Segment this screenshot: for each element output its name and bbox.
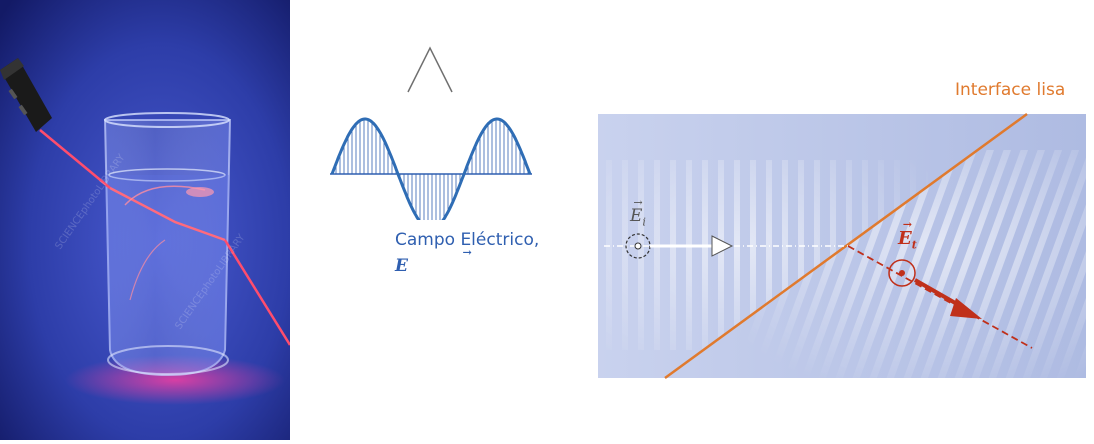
incident-field-label: →Ei <box>630 196 646 229</box>
electric-field-symbol: →E <box>395 246 539 276</box>
caret-icon <box>407 46 453 93</box>
laser-glass-photo: SCIENCEphotoLIBRARY SCIENCEphotoLIBRARY <box>0 0 292 440</box>
transmitted-field-dot <box>899 270 905 276</box>
wave-plot <box>330 46 532 231</box>
wave-caption: Campo Eléctrico, →E <box>395 230 539 276</box>
field-vector-hatching <box>335 119 529 229</box>
water-glass <box>103 112 232 377</box>
interface-line <box>664 112 1028 380</box>
laser-beam <box>39 129 292 346</box>
vector-arrow-icon: → <box>902 218 913 231</box>
interface-illustration <box>598 112 1086 380</box>
vector-arrow-icon: → <box>633 196 643 209</box>
smooth-interface-diagram: Interface lisa →Ei →Et <box>590 70 1094 390</box>
incident-arrow-icon <box>711 235 734 257</box>
interface-title: Interface lisa <box>955 80 1066 100</box>
incident-field-dot <box>634 242 642 250</box>
laser-glass-illustration: SCIENCEphotoLIBRARY SCIENCEphotoLIBRARY <box>0 0 292 440</box>
transmitted-field-label: →Et <box>898 218 917 252</box>
vector-arrow-icon: → <box>462 246 472 259</box>
transmitted-field-circle <box>888 259 916 287</box>
transmitted-arrow-icon <box>950 298 982 319</box>
laser-pointer <box>0 58 52 132</box>
wave-caption-text: Campo Eléctrico, <box>395 230 540 250</box>
electric-field-wave-diagram: Campo Eléctrico, →E <box>300 20 580 280</box>
transmitted-ray <box>847 245 1033 349</box>
